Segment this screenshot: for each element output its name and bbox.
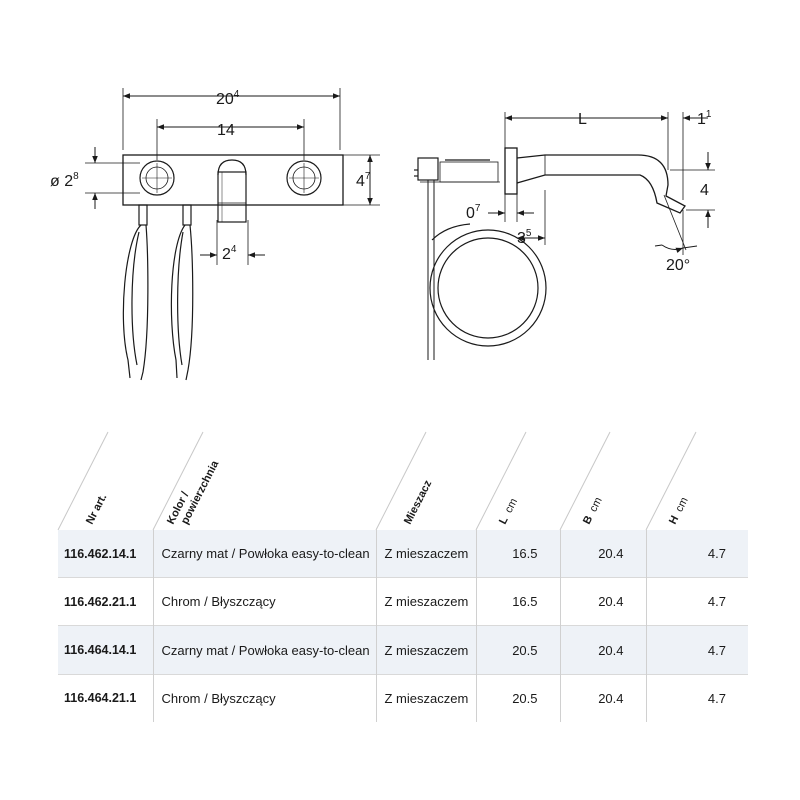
table-row: 116.462.21.1 Chrom / Błyszczący Z miesza… xyxy=(58,577,748,626)
spec-table: 116.462.14.1 Czarny mat / Powłoka easy-t… xyxy=(58,530,748,722)
cell-color: Czarny mat / Powłoka easy-to-clean xyxy=(152,625,376,675)
cell-color: Czarny mat / Powłoka easy-to-clean xyxy=(152,530,376,578)
cell-h: 4.7 xyxy=(645,625,748,675)
spout-side xyxy=(516,154,686,214)
dim-outlet-drop: 4 xyxy=(700,182,709,199)
cell-mixer: Z mieszaczem xyxy=(375,577,476,626)
hoses-front xyxy=(122,204,194,381)
dim-rosette-depth: 35 xyxy=(517,228,532,247)
cell-mixer: Z mieszaczem xyxy=(375,673,476,722)
cell-color: Chrom / Błyszczący xyxy=(152,577,376,626)
cell-art-no: 116.462.21.1 xyxy=(58,577,153,626)
cell-art-no: 116.464.14.1 xyxy=(58,625,153,675)
cell-b: 20.4 xyxy=(559,577,646,626)
front-view xyxy=(85,88,380,381)
table-row: 116.462.14.1 Czarny mat / Powłoka easy-t… xyxy=(58,530,748,578)
cell-color: Chrom / Błyszczący xyxy=(152,673,376,722)
dim-outlet-angle: 20° xyxy=(666,257,690,274)
header-dividers xyxy=(57,431,697,531)
dim-hole-diameter: ø 28 xyxy=(50,171,79,190)
front-dimension-lines xyxy=(92,93,373,258)
cell-l: 16.5 xyxy=(475,530,560,578)
side-view xyxy=(414,112,715,360)
cell-b: 20.4 xyxy=(559,673,646,722)
table-row: 116.464.14.1 Czarny mat / Powłoka easy-t… xyxy=(58,625,748,675)
cell-art-no: 116.464.21.1 xyxy=(58,673,153,722)
header-art-no: Nr art. xyxy=(84,492,109,526)
front-extension-lines xyxy=(85,88,380,265)
dim-front-width: 204 xyxy=(216,89,240,108)
table-header: Nr art. Kolor / powierzchnia Mieszacz Lc… xyxy=(57,431,697,531)
cell-mixer: Z mieszaczem xyxy=(375,625,476,675)
header-h: Hcm xyxy=(667,495,691,526)
header-b: Bcm xyxy=(581,495,605,526)
front-plate xyxy=(122,154,344,206)
side-extension-lines xyxy=(504,112,715,255)
header-l: Lcm xyxy=(497,496,520,526)
dim-hole-spacing: 14 xyxy=(217,122,235,139)
dim-spout-length: L xyxy=(578,111,587,128)
dim-tip-offset: 11 xyxy=(697,109,712,128)
header-mixer: Mieszacz xyxy=(402,478,435,526)
header-color-line2: powierzchnia xyxy=(179,458,222,526)
cell-b: 20.4 xyxy=(559,530,646,578)
wall-box xyxy=(414,157,500,360)
cell-l: 20.5 xyxy=(475,673,560,722)
dim-plate-height: 47 xyxy=(356,171,371,190)
spout-front xyxy=(217,159,247,223)
cell-art-no: 116.462.14.1 xyxy=(58,530,153,578)
side-plate xyxy=(504,147,518,195)
side-dimension-lines xyxy=(488,115,711,254)
cell-h: 4.7 xyxy=(645,577,748,626)
left-handle xyxy=(139,160,175,196)
cell-b: 20.4 xyxy=(559,625,646,675)
right-handle xyxy=(286,160,322,196)
cell-h: 4.7 xyxy=(645,673,748,722)
dim-plate-gap: 07 xyxy=(466,203,481,222)
dimension-labels: 204 14 ø 28 47 24 L 11 4 07 35 20° xyxy=(50,89,712,274)
hose-coil xyxy=(429,223,547,347)
cell-l: 20.5 xyxy=(475,625,560,675)
cell-mixer: Z mieszaczem xyxy=(375,530,476,578)
cell-l: 16.5 xyxy=(475,577,560,626)
dim-spout-width: 24 xyxy=(222,244,237,263)
table-row: 116.464.21.1 Chrom / Błyszczący Z miesza… xyxy=(58,673,748,722)
cell-h: 4.7 xyxy=(645,530,748,578)
